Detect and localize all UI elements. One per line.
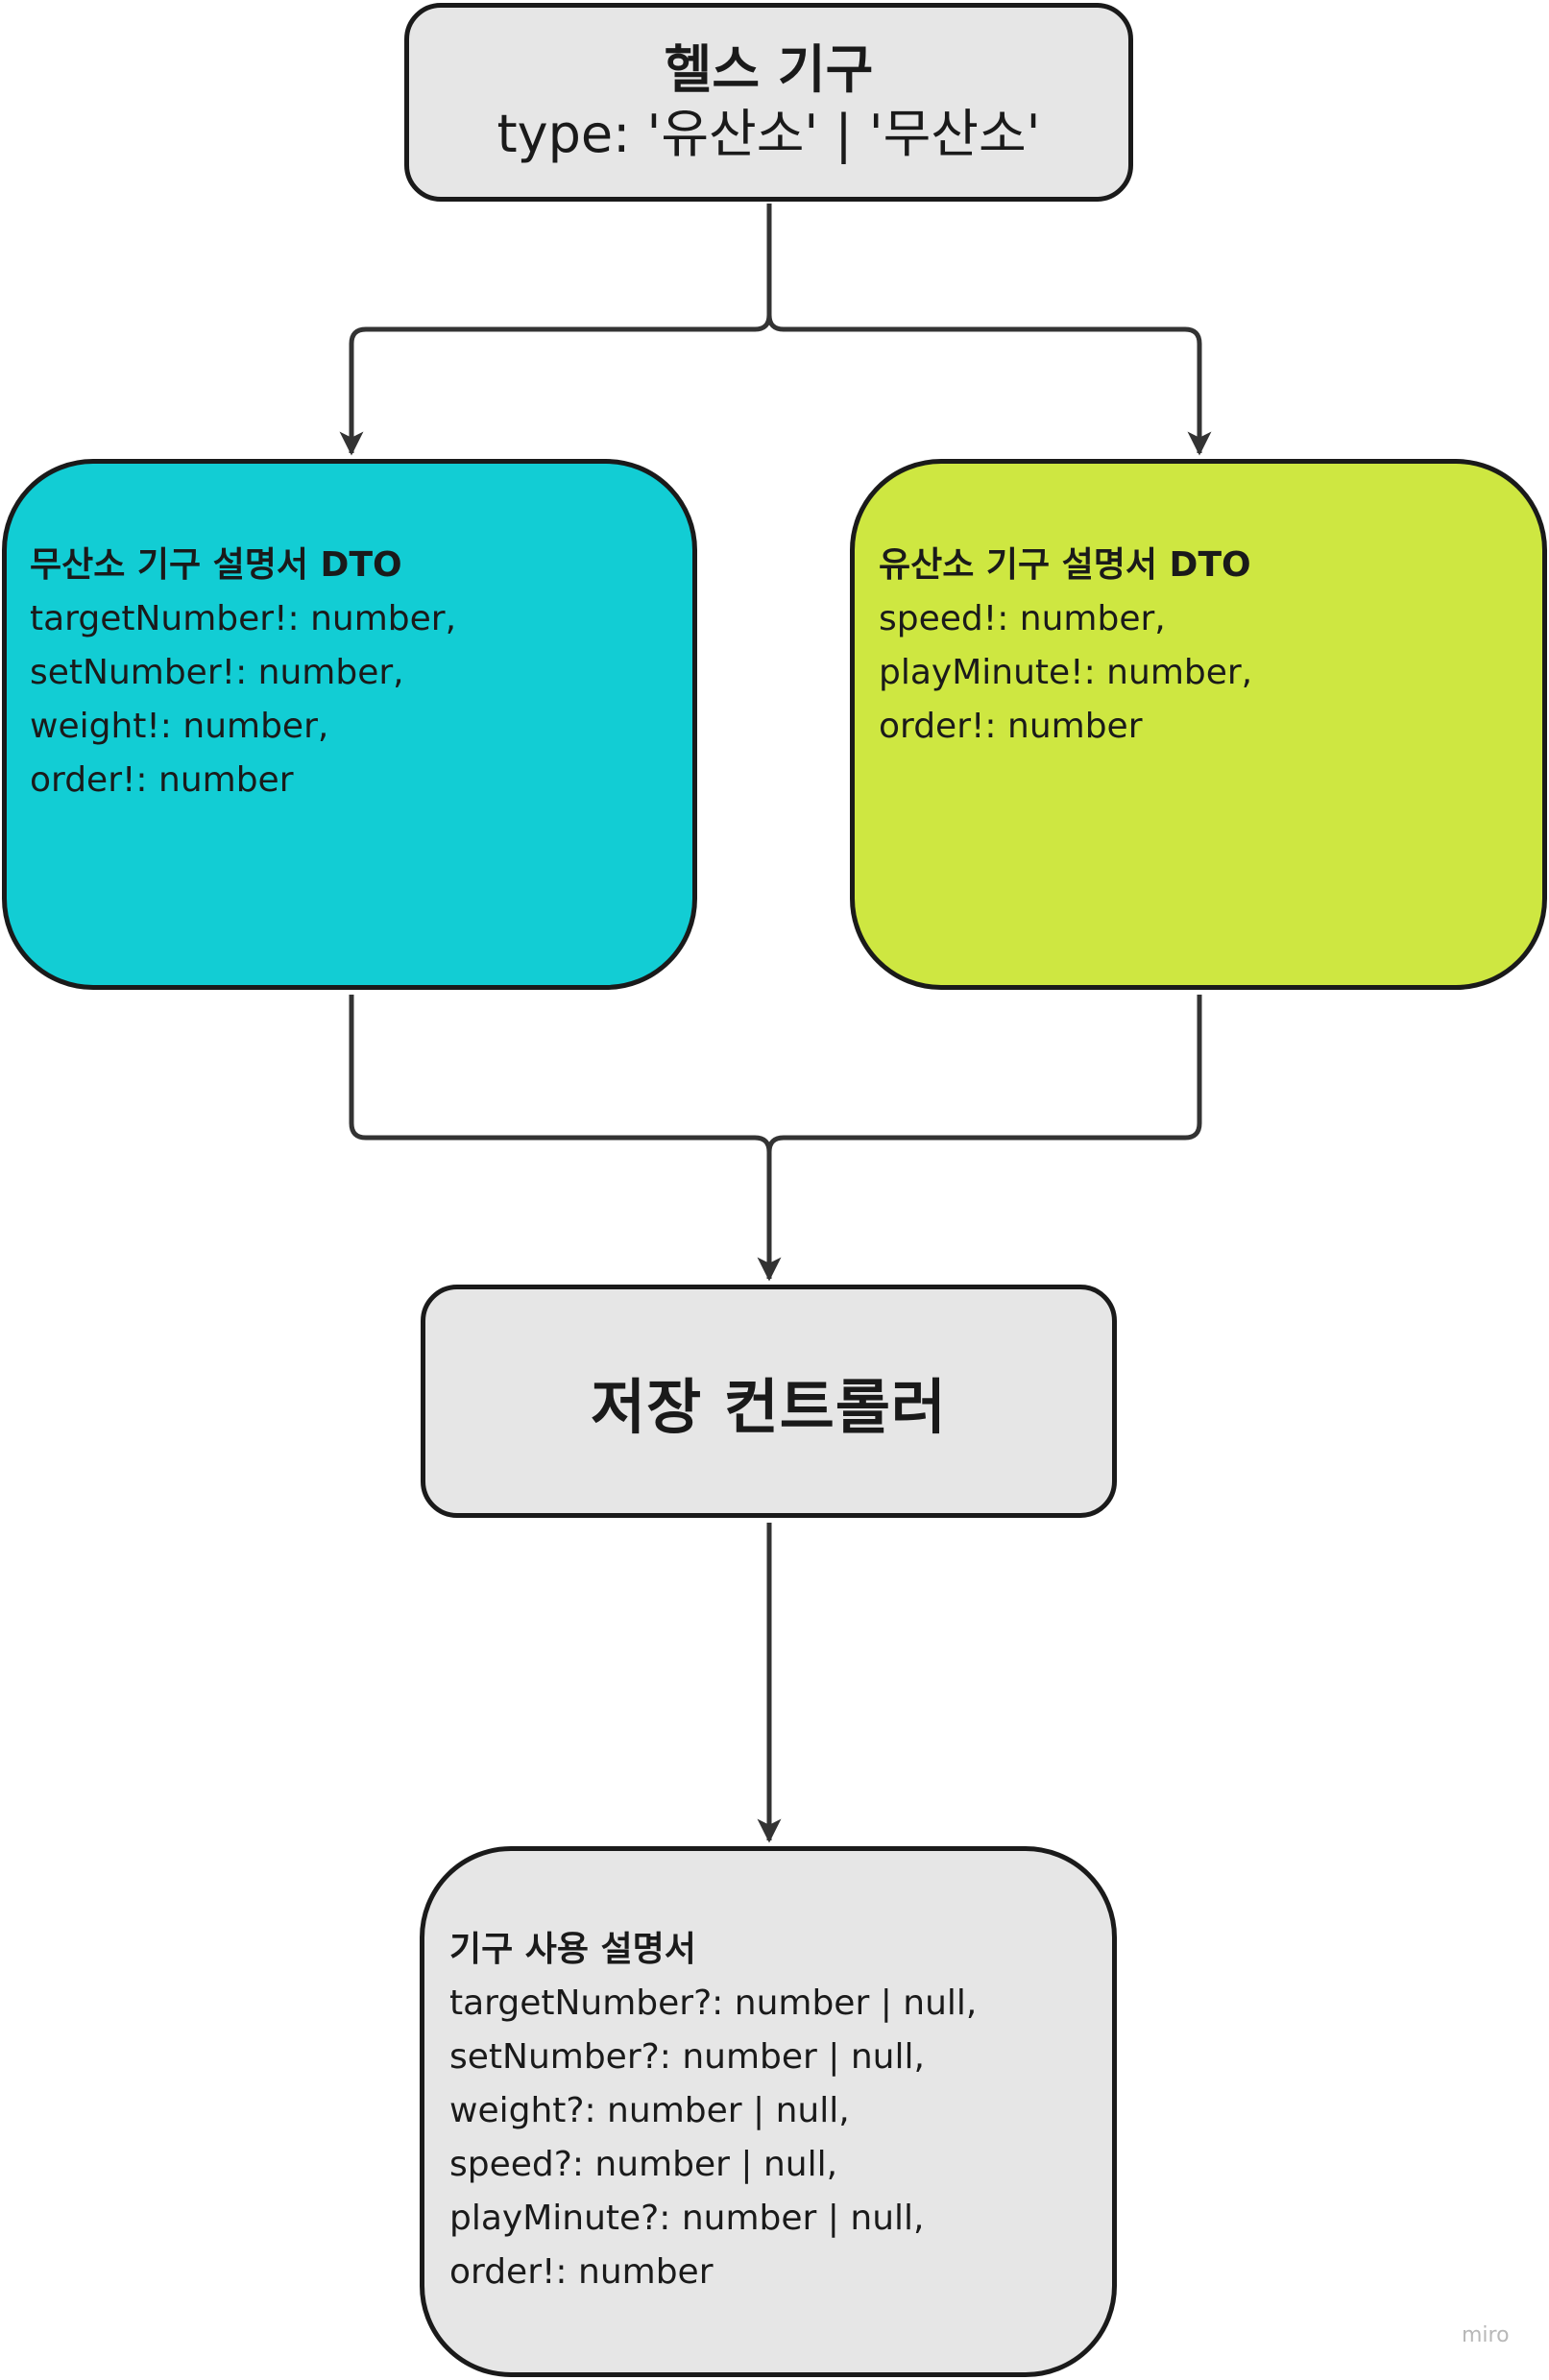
field-line: order!: number (879, 707, 1143, 746)
cardio-dto-title: 유산소 기구 설명서 DTO (879, 545, 1251, 585)
field-line: weight?: number | null, (449, 2091, 850, 2130)
free-weight-dto-title: 무산소 기구 설명서 DTO (30, 545, 402, 585)
miro-watermark: miro (1462, 2323, 1510, 2347)
field-line: setNumber?: number | null, (449, 2037, 925, 2077)
connector-top-to-cardio (766, 204, 1212, 456)
connector-free-to-save (349, 995, 782, 1282)
free-weight-dto-fields: targetNumber!: number, setNumber!: numbe… (30, 592, 692, 807)
field-line: order!: number (30, 760, 294, 800)
free-weight-dto-node: 무산소 기구 설명서 DTO targetNumber!: number, se… (2, 459, 697, 990)
equipment-manual-node: 기구 사용 설명서 targetNumber?: number | null, … (420, 1846, 1117, 2377)
save-controller-label: 저장 컨트롤러 (591, 1371, 947, 1442)
equipment-manual-title: 기구 사용 설명서 (449, 1930, 696, 1969)
health-equipment-title: 헬스 기구 (664, 38, 874, 100)
cardio-dto-fields: speed!: number, playMinute!: number, ord… (879, 592, 1542, 754)
field-line: targetNumber!: number, (30, 599, 457, 638)
field-line: targetNumber?: number | null, (449, 1983, 978, 2023)
field-line: speed?: number | null, (449, 2145, 838, 2184)
field-line: playMinute?: number | null, (449, 2199, 925, 2238)
health-equipment-node: 헬스 기구 type: '유산소' | '무산소' (404, 3, 1133, 202)
equipment-manual-fields: targetNumber?: number | null, setNumber?… (449, 1977, 1112, 2299)
field-line: weight!: number, (30, 707, 329, 746)
cardio-dto-node: 유산소 기구 설명서 DTO speed!: number, playMinut… (850, 459, 1547, 990)
field-line: speed!: number, (879, 599, 1166, 638)
connector-top-to-free (339, 204, 772, 456)
field-line: order!: number (449, 2252, 714, 2292)
connector-cardio-to-save (766, 995, 1202, 1153)
field-line: playMinute!: number, (879, 653, 1253, 692)
field-line: setNumber!: number, (30, 653, 404, 692)
equipment-type-label: type: '유산소' | '무산소' (496, 103, 1041, 164)
save-controller-node: 저장 컨트롤러 (421, 1285, 1117, 1518)
